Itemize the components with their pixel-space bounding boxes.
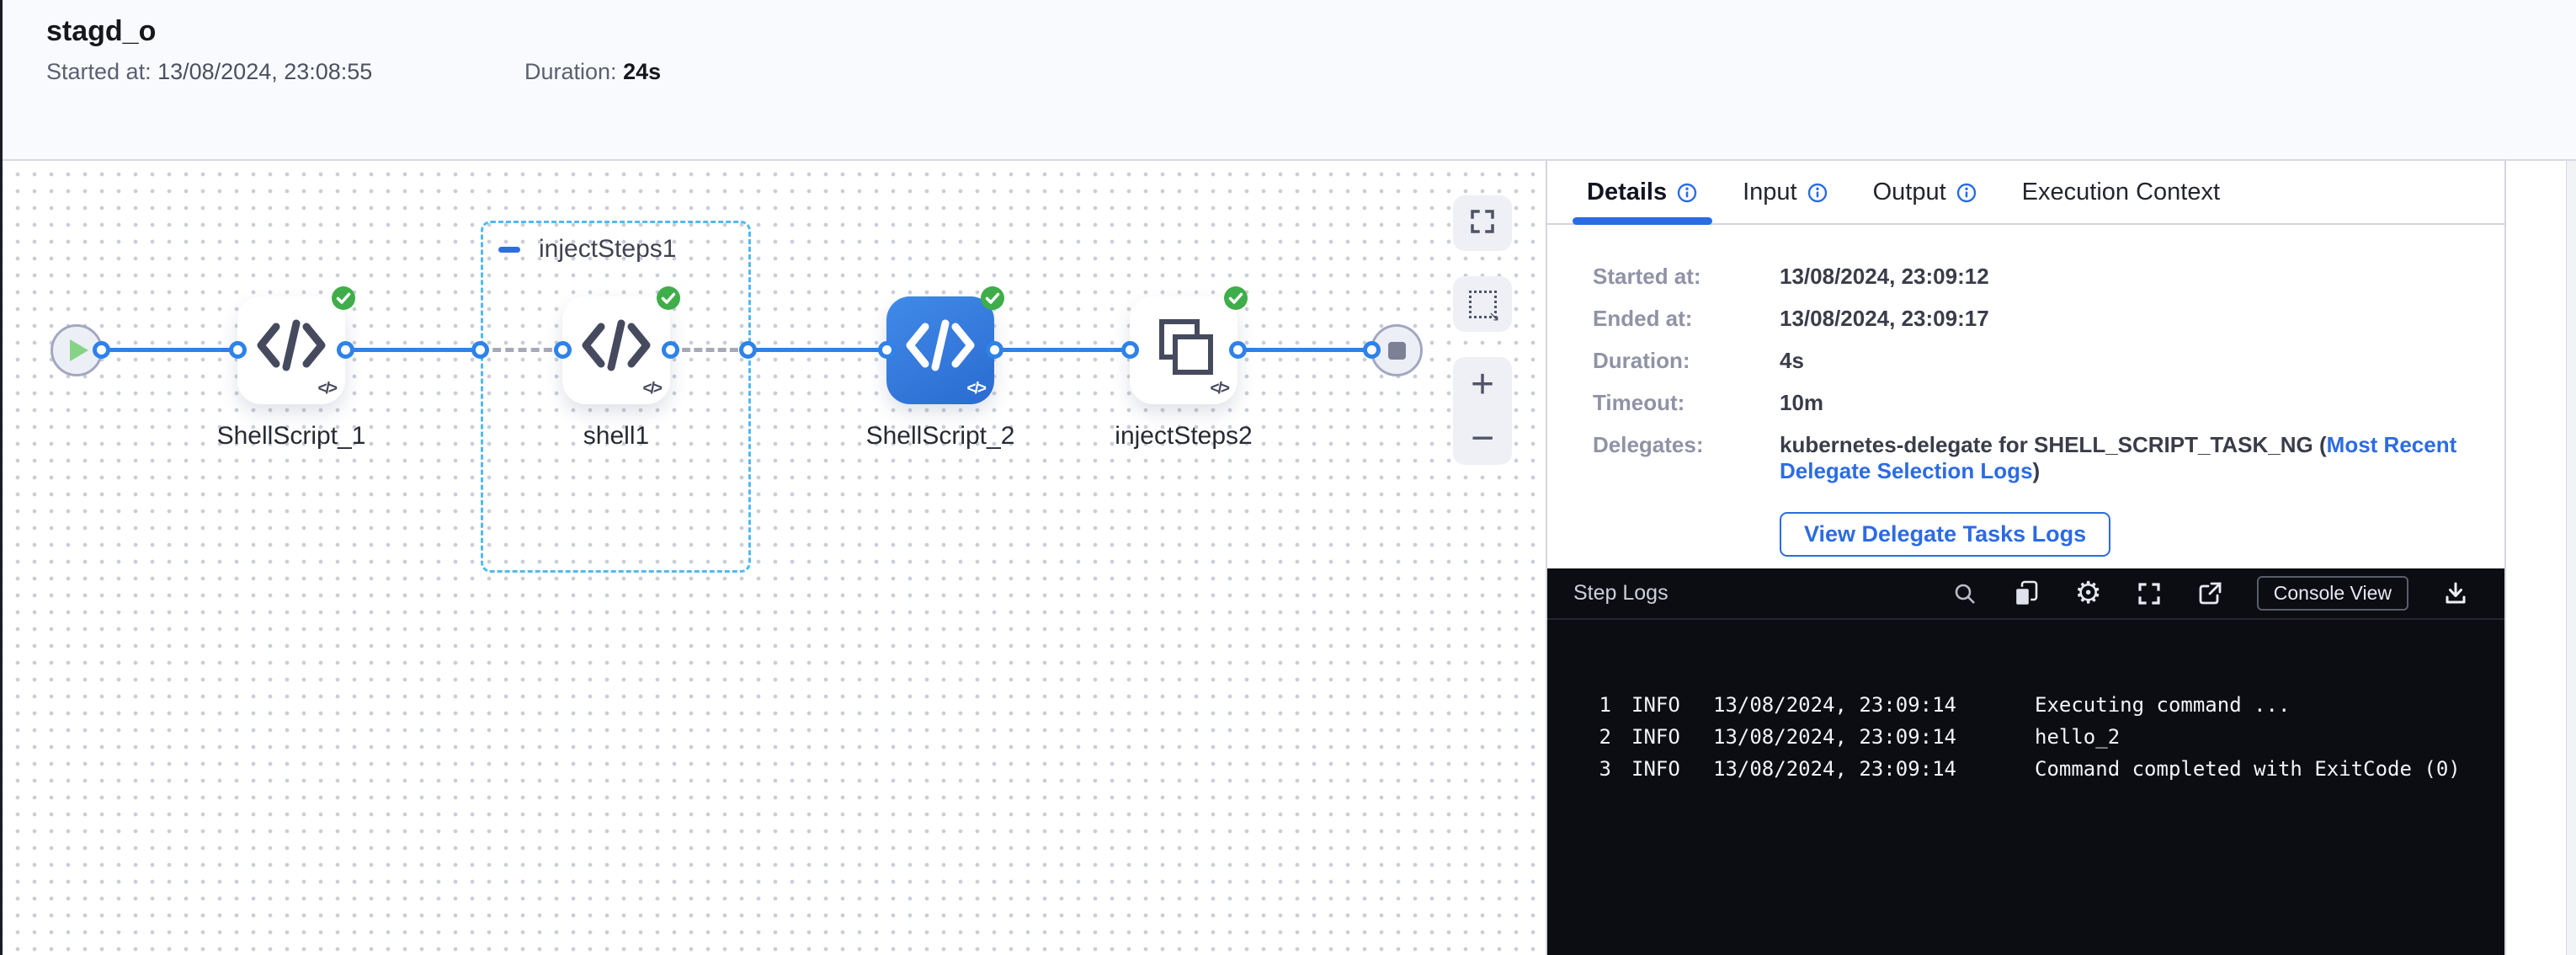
active-tab-underline xyxy=(1573,217,1712,225)
detail-row-ended: Ended at: 13/08/2024, 23:09:17 xyxy=(1593,306,1989,331)
delegates-value: kubernetes-delegate for SHELL_SCRIPT_TAS… xyxy=(1780,432,2457,483)
panel-right-divider xyxy=(2504,161,2506,955)
log-line: 3 INFO 13/08/2024, 23:09:14 Command comp… xyxy=(1599,757,2461,781)
step-label-shellscript1: ShellScript_1 xyxy=(216,422,366,450)
collapse-group-icon[interactable] xyxy=(498,246,520,253)
node-port xyxy=(1121,341,1139,359)
log-settings-gear-icon[interactable]: ⚙ xyxy=(2074,575,2102,611)
started-at-label: Started at: xyxy=(46,59,152,84)
detail-row-started: Started at: 13/08/2024, 23:09:12 xyxy=(1593,264,1989,289)
success-check-icon xyxy=(657,286,680,310)
step-node-shellscript2-selected[interactable]: </> xyxy=(886,286,1004,404)
node-port xyxy=(1363,341,1381,359)
detail-row-delegates: Delegates: kubernetes-delegate for SHELL… xyxy=(1593,432,2504,484)
duration-value: 24s xyxy=(623,59,662,84)
panel-divider xyxy=(1546,161,1547,955)
step-logs-panel: Step Logs ⚙ Console View xyxy=(1547,568,2504,955)
stage-duration: Duration: 24s xyxy=(524,59,661,85)
connector-shell1-to-group-exit xyxy=(670,348,750,352)
node-port xyxy=(337,341,354,359)
tab-output[interactable]: Output xyxy=(1873,179,1977,206)
node-port xyxy=(471,341,489,359)
step-node-shell1[interactable]: </> xyxy=(562,286,680,404)
detail-row-duration: Duration: 4s xyxy=(1593,348,1804,373)
code-icon xyxy=(254,318,328,376)
step-label-injectsteps2: injectSteps2 xyxy=(1115,422,1253,450)
node-port xyxy=(229,341,247,359)
node-port xyxy=(662,341,679,359)
node-port xyxy=(1229,341,1247,359)
page-scrollbar[interactable] xyxy=(2566,161,2576,955)
copy-logs-icon[interactable] xyxy=(2011,579,2041,609)
step-details-panel: Details Input Output Execution Context xyxy=(1547,161,2504,955)
canvas-zoom-controls: + − xyxy=(1453,357,1512,465)
log-lines[interactable]: 1 INFO 13/08/2024, 23:09:14 Executing co… xyxy=(1547,620,2504,785)
connector-shellscript1-to-group xyxy=(345,348,480,352)
step-group-injectsteps1[interactable]: injectSteps1 xyxy=(481,221,751,573)
info-icon[interactable] xyxy=(1956,182,1977,203)
success-check-icon xyxy=(332,286,355,310)
canvas-fullscreen-button[interactable] xyxy=(1453,195,1512,251)
delegate-selection-logs-link[interactable]: Most Recent Delegate Selection Logs xyxy=(1780,432,2457,483)
tab-execution-context[interactable]: Execution Context xyxy=(2021,178,2221,205)
connector-injectsteps2-to-end xyxy=(1237,348,1374,352)
tab-details[interactable]: Details xyxy=(1587,179,1697,206)
log-line: 1 INFO 13/08/2024, 23:09:14 Executing co… xyxy=(1599,693,2291,717)
canvas-select-button[interactable]: ↘ xyxy=(1453,276,1512,332)
tab-input[interactable]: Input xyxy=(1743,179,1828,206)
step-node-shellscript1[interactable]: </> xyxy=(237,286,355,404)
node-port xyxy=(986,341,1003,359)
stage-title: stagd_o xyxy=(46,15,157,47)
node-port xyxy=(554,341,572,359)
info-icon[interactable] xyxy=(1807,182,1828,203)
details-tab-bar: Details Input Output Execution Context xyxy=(1547,161,2504,225)
connector-group-to-shell1 xyxy=(480,348,565,352)
started-at-value: 13/08/2024, 23:08:55 xyxy=(157,59,373,84)
view-delegate-tasks-logs-button[interactable]: View Delegate Tasks Logs xyxy=(1780,512,2111,557)
node-port xyxy=(878,341,896,359)
step-logs-toolbar: Step Logs ⚙ Console View xyxy=(1547,568,2504,620)
open-logs-new-tab-icon[interactable] xyxy=(2196,580,2223,607)
connector-shellscript2-to-injectsteps2 xyxy=(994,348,1132,352)
zoom-out-button[interactable]: − xyxy=(1470,415,1495,461)
node-port xyxy=(93,341,110,359)
step-label-shell1: shell1 xyxy=(583,422,650,450)
download-logs-icon[interactable] xyxy=(2442,580,2469,607)
step-type-code-icon: </> xyxy=(317,380,338,397)
stage-header: stagd_o Started at: 13/08/2024, 23:08:55… xyxy=(3,0,2576,161)
step-type-code-icon: </> xyxy=(642,380,663,397)
step-type-code-icon: </> xyxy=(1210,380,1231,397)
step-label-shellscript2: ShellScript_2 xyxy=(865,422,1015,450)
connector-group-to-shellscript2 xyxy=(748,348,886,352)
step-group-header: injectSteps1 xyxy=(498,235,676,264)
details-content: Started at: 13/08/2024, 23:09:12 Ended a… xyxy=(1547,225,2504,557)
success-check-icon xyxy=(981,286,1004,310)
stop-icon xyxy=(1387,341,1406,360)
info-icon[interactable] xyxy=(1677,182,1697,203)
play-icon xyxy=(70,339,88,361)
duration-label: Duration: xyxy=(524,59,617,84)
fullscreen-icon xyxy=(1469,208,1496,239)
search-logs-icon[interactable] xyxy=(1952,581,1977,606)
step-logs-title: Step Logs xyxy=(1573,581,1669,605)
steps-group-icon xyxy=(1152,315,1216,383)
step-logs-actions: ⚙ Console View xyxy=(1952,576,2470,611)
detail-row-timeout: Timeout: 10m xyxy=(1593,390,1824,415)
log-line: 2 INFO 13/08/2024, 23:09:14 hello_2 xyxy=(1599,725,2121,749)
success-check-icon xyxy=(1224,286,1248,310)
left-edge-divider xyxy=(0,0,3,955)
stage-started-at: Started at: 13/08/2024, 23:08:55 xyxy=(46,59,372,85)
step-type-code-icon: </> xyxy=(966,380,987,397)
connector-start-to-shellscript1 xyxy=(101,348,237,352)
code-icon xyxy=(903,318,977,376)
expand-logs-icon[interactable] xyxy=(2136,580,2163,607)
code-icon xyxy=(579,318,653,376)
pipeline-canvas[interactable]: injectSteps1 </> </> xyxy=(3,161,1546,955)
console-view-button[interactable]: Console View xyxy=(2256,576,2408,611)
step-node-injectsteps2[interactable]: </> xyxy=(1130,286,1248,404)
step-group-label: injectSteps1 xyxy=(539,235,677,263)
zoom-in-button[interactable]: + xyxy=(1470,361,1495,407)
marquee-select-icon: ↘ xyxy=(1468,290,1500,324)
node-port xyxy=(739,341,757,359)
